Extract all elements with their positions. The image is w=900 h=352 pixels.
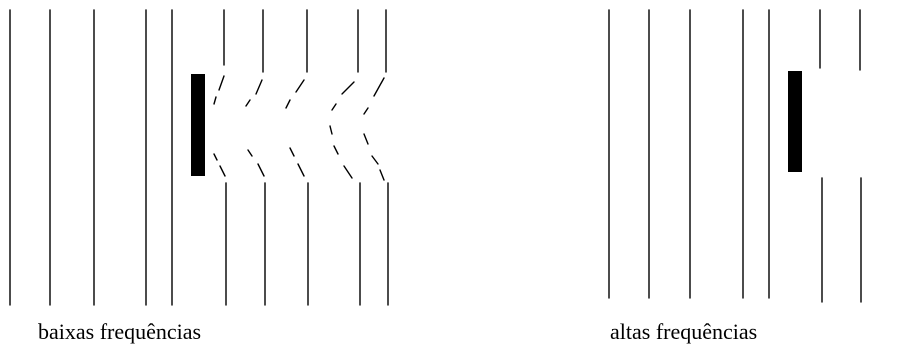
diffracted-wavefronts bbox=[214, 76, 384, 180]
high-frequency-panel bbox=[609, 10, 861, 302]
barrier bbox=[788, 71, 802, 172]
high-frequency-caption: altas frequências bbox=[610, 321, 757, 343]
low-frequency-caption: baixas frequências bbox=[38, 321, 201, 343]
barrier bbox=[191, 74, 205, 176]
low-frequency-panel bbox=[10, 10, 388, 305]
